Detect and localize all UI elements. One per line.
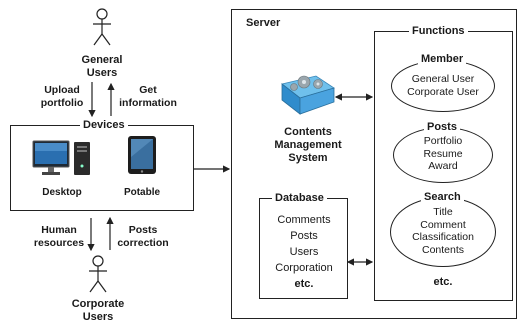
db-item: Comments — [277, 214, 331, 226]
potable-label: Potable — [123, 187, 161, 198]
actor-icon — [93, 8, 111, 46]
search-ellipse — [390, 197, 496, 267]
actor-icon — [89, 255, 107, 293]
db-item: Posts — [290, 230, 318, 242]
desktop-icon — [32, 140, 90, 175]
search-title: Search — [421, 191, 464, 204]
posts-ellipse — [393, 127, 493, 183]
db-item: Corporation — [275, 262, 333, 274]
db-item: Users — [289, 246, 319, 258]
server-box — [231, 9, 517, 319]
db-etc: etc. — [294, 278, 314, 290]
desktop-label: Desktop — [42, 187, 82, 198]
member-title: Member — [418, 53, 467, 66]
database-title: Database — [272, 192, 327, 205]
server-title: Server — [246, 17, 281, 29]
posts-items: Portfolio Resume Award — [423, 135, 463, 172]
member-items: General User Corporate User — [407, 73, 479, 98]
tablet-icon — [128, 136, 156, 174]
member-ellipse — [391, 60, 495, 112]
posts-title: Posts — [424, 121, 460, 134]
functions-etc: etc. — [433, 276, 453, 288]
devices-title: Devices — [80, 119, 128, 132]
cms-gear-icon — [281, 75, 335, 115]
search-items: Title Comment Classification Contents — [412, 206, 474, 256]
database-items: Comments Posts Users Corporation etc. — [262, 212, 346, 292]
functions-title: Functions — [409, 25, 468, 38]
